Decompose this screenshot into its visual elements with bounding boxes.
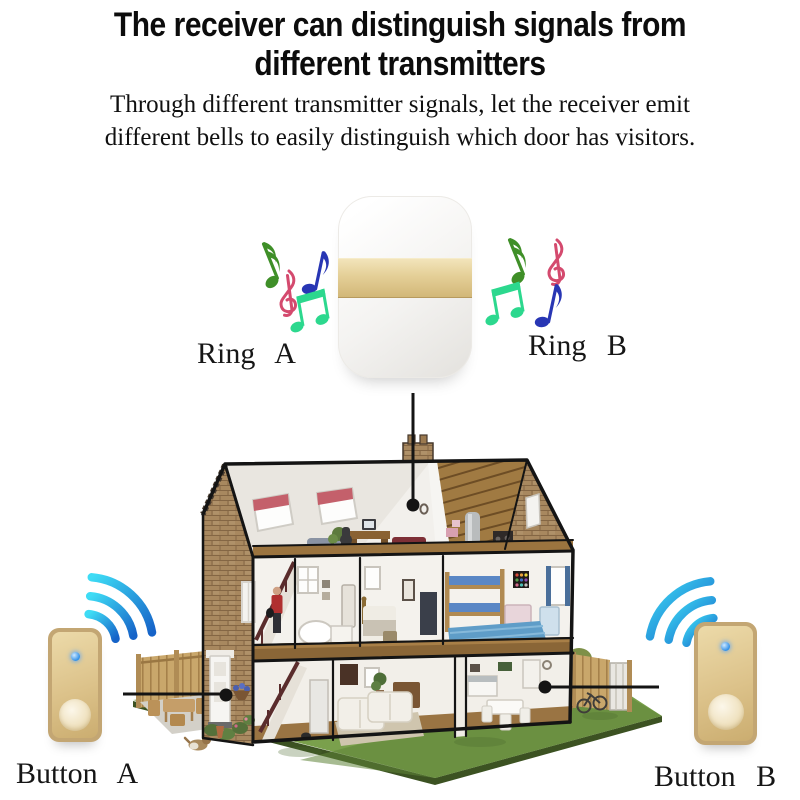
eighth-note-icon (532, 281, 565, 332)
press-disc (707, 694, 744, 730)
led-indicator (721, 642, 730, 651)
subtitle-line2: different bells to easily distinguish wh… (104, 123, 696, 151)
house-outline (201, 458, 575, 747)
wifi-signal-left-icon (84, 573, 157, 644)
kitchen (467, 659, 552, 731)
wardrobe (420, 592, 437, 635)
page-title-line1: The receiver can distinguish signals fro… (113, 6, 687, 44)
bed (361, 596, 397, 643)
wall-art (513, 571, 529, 588)
button-b-label: Button B (654, 760, 777, 793)
page-title-line2: different transmitters (254, 45, 546, 84)
wall-clock (419, 503, 429, 515)
music-notes-left (249, 239, 332, 335)
receiver-callout-dot (406, 498, 420, 512)
music-notes-right (478, 235, 566, 332)
receiver-device (338, 196, 472, 378)
kids-window (546, 566, 570, 606)
person-figure (266, 586, 283, 633)
treble-clef-icon (547, 238, 566, 286)
sofa (337, 691, 413, 731)
attic-storage (446, 512, 513, 547)
sixteenth-note-icon (249, 239, 288, 292)
skylight-right (315, 486, 359, 526)
subtitle-line1: Through different transmitter signals, l… (110, 91, 690, 118)
attic-window (525, 492, 541, 530)
ring-b-label: Ring B (528, 329, 627, 362)
bicycle (576, 692, 608, 714)
doorbell-button-left (48, 628, 102, 742)
sixteenth-note-icon (495, 235, 534, 288)
receiver-gold-band (338, 258, 472, 298)
front-door (206, 650, 234, 728)
button-a-callout-dot (219, 688, 233, 702)
press-disc (59, 699, 91, 731)
button-a-label: Button A (16, 757, 139, 790)
brick-gable-wall (200, 463, 256, 745)
button-b-callout-dot (538, 680, 552, 694)
led-indicator (70, 652, 80, 661)
ring-a-label: Ring A (197, 337, 296, 370)
treble-clef-icon (279, 269, 298, 317)
staircase-lower (258, 661, 307, 742)
bunk-bed (445, 569, 505, 632)
house-illustration (133, 434, 662, 785)
kitchen-door (522, 659, 541, 689)
bedroom (361, 566, 437, 643)
kitchen-wall (455, 656, 466, 737)
doorbell-button-right (694, 622, 757, 745)
chimney (402, 434, 434, 462)
subtitle: Through different transmitter signals, l… (0, 89, 800, 154)
callouts (123, 393, 659, 702)
beamed-notes-icon (478, 281, 527, 328)
page-title: The receiver can distinguish signals fro… (48, 6, 752, 85)
second-floor (253, 551, 573, 661)
skylight-left (251, 492, 295, 533)
flower-basket (233, 683, 250, 700)
living-room (335, 664, 424, 746)
